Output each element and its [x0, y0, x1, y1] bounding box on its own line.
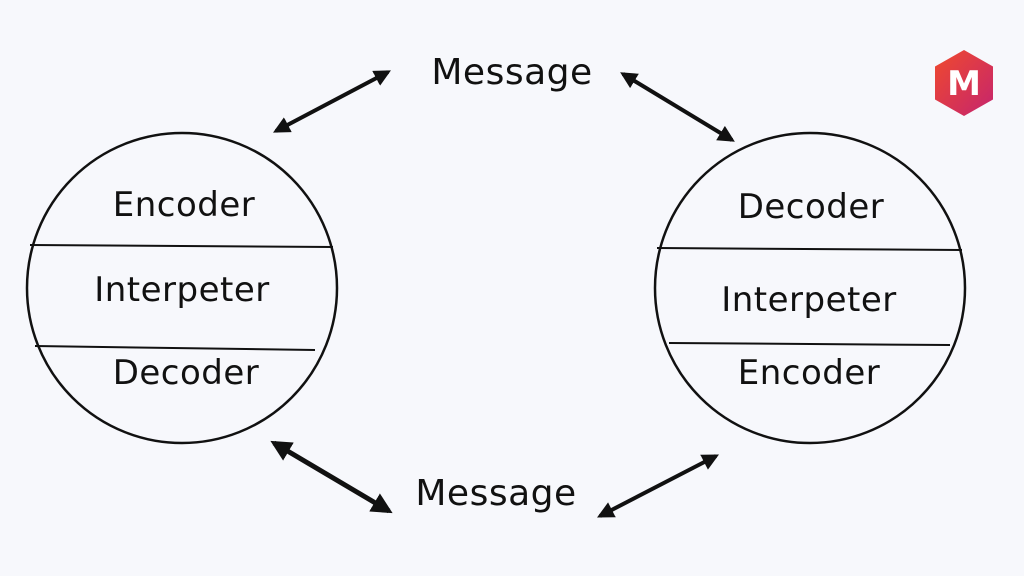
arrow-right-bottom — [597, 454, 719, 518]
left-divider-top — [29, 244, 334, 248]
brand-logo: M — [935, 50, 993, 116]
arrow-right-top — [620, 72, 735, 142]
arrow-left-bottom — [270, 440, 393, 514]
logo-letter: M — [947, 64, 981, 104]
right-encoder-label: Encoder — [737, 353, 881, 393]
right-divider-top — [656, 247, 963, 251]
left-circle — [25, 131, 339, 445]
right-decoder-label: Decoder — [737, 187, 885, 227]
message-label-bottom: Message — [415, 473, 577, 514]
left-interpreter-label: Interpeter — [94, 270, 270, 310]
right-divider-bottom — [668, 342, 951, 346]
left-divider-bottom — [34, 345, 316, 351]
left-encoder-label: Encoder — [112, 185, 256, 225]
message-label-top: Message — [431, 52, 593, 93]
left-decoder-label: Decoder — [112, 353, 260, 393]
right-circle — [653, 131, 967, 445]
right-interpreter-label: Interpeter — [721, 280, 897, 320]
arrow-left-top — [273, 70, 391, 133]
